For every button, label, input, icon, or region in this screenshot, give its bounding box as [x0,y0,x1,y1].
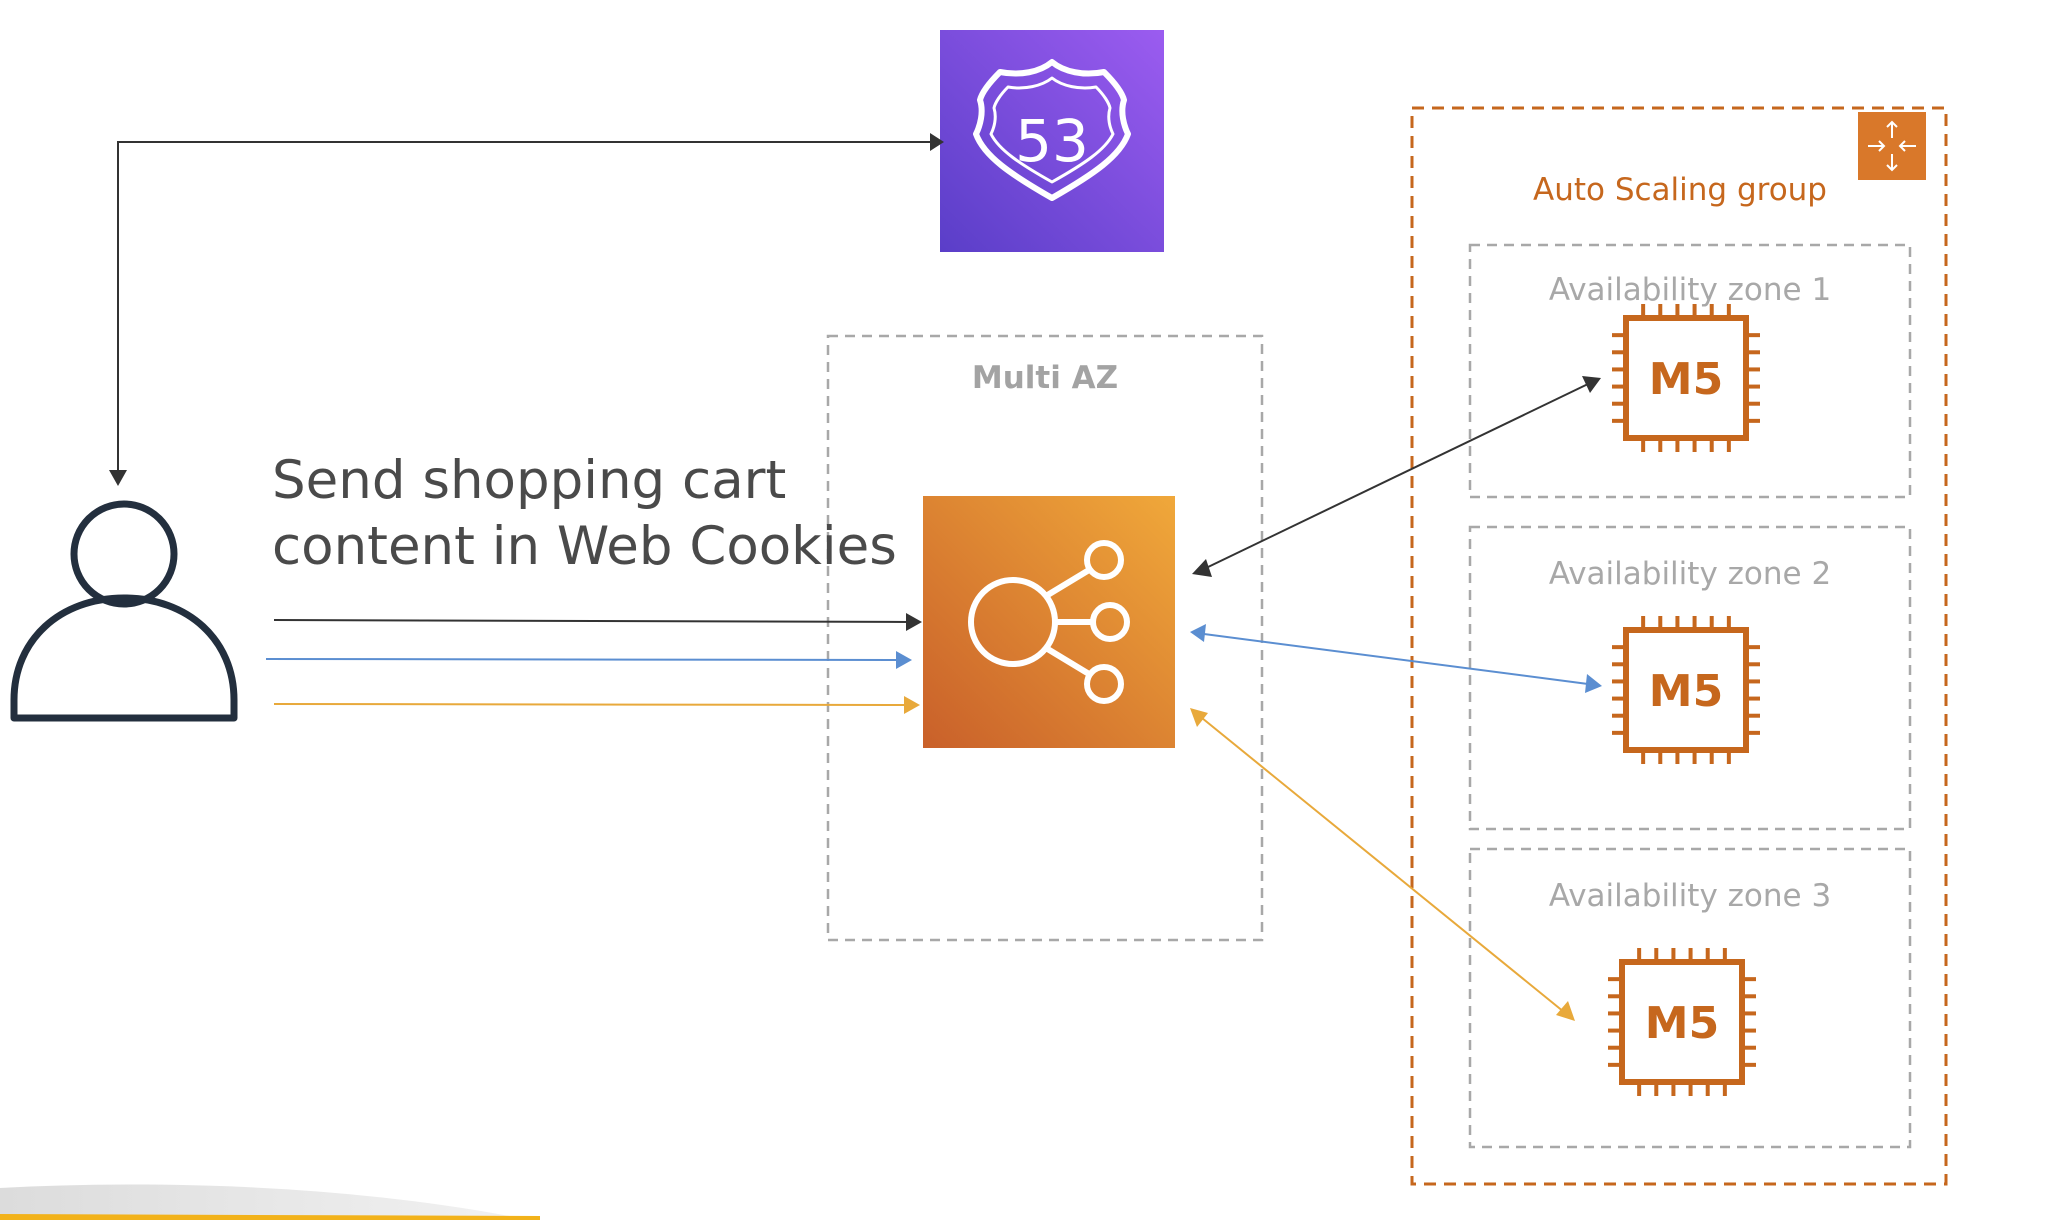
lb-instance1-arrow [1192,376,1601,577]
footer-swoosh [0,1184,540,1220]
multi-az-container [826,334,1264,942]
route53-user-arrow [109,133,944,486]
instance-2-chip: M5 [1612,616,1760,764]
auto-scaling-group-label: Auto Scaling group [1533,172,1827,208]
lb-instance2-arrow [1190,624,1602,693]
route53-number: 53 [1015,107,1089,175]
auto-scaling-icon [1858,112,1926,180]
instance-1-label: M5 [1649,354,1723,405]
auto-scaling-group-container [1410,106,1948,1186]
availability-zone-3-label: Availability zone 3 [1548,878,1832,914]
caption-line-2: content in Web Cookies [272,516,897,577]
availability-zone-1-label: Availability zone 1 [1548,272,1832,308]
availability-zone-3-box [1468,847,1912,1149]
route53-icon: 53 [940,30,1164,252]
instance-3-label: M5 [1645,998,1719,1049]
user-lb-arrow-dark [273,613,922,631]
instance-3-chip: M5 [1608,948,1756,1096]
load-balancer-icon [923,496,1175,748]
user-lb-arrow-blue [265,651,912,669]
availability-zone-2-label: Availability zone 2 [1548,556,1832,592]
instance-2-label: M5 [1649,666,1723,717]
caption-line-1: Send shopping cart [272,450,787,511]
availability-zone-2-box [1468,525,1912,831]
user-icon [10,500,238,722]
user-lb-arrow-yellow [273,696,920,714]
caption: Send shopping cart content in Web Cookie… [272,448,897,580]
multi-az-label: Multi AZ [971,360,1119,396]
availability-zone-1-box [1468,243,1912,499]
lb-instance3-arrow [1190,708,1575,1021]
instance-1-chip: M5 [1612,304,1760,452]
